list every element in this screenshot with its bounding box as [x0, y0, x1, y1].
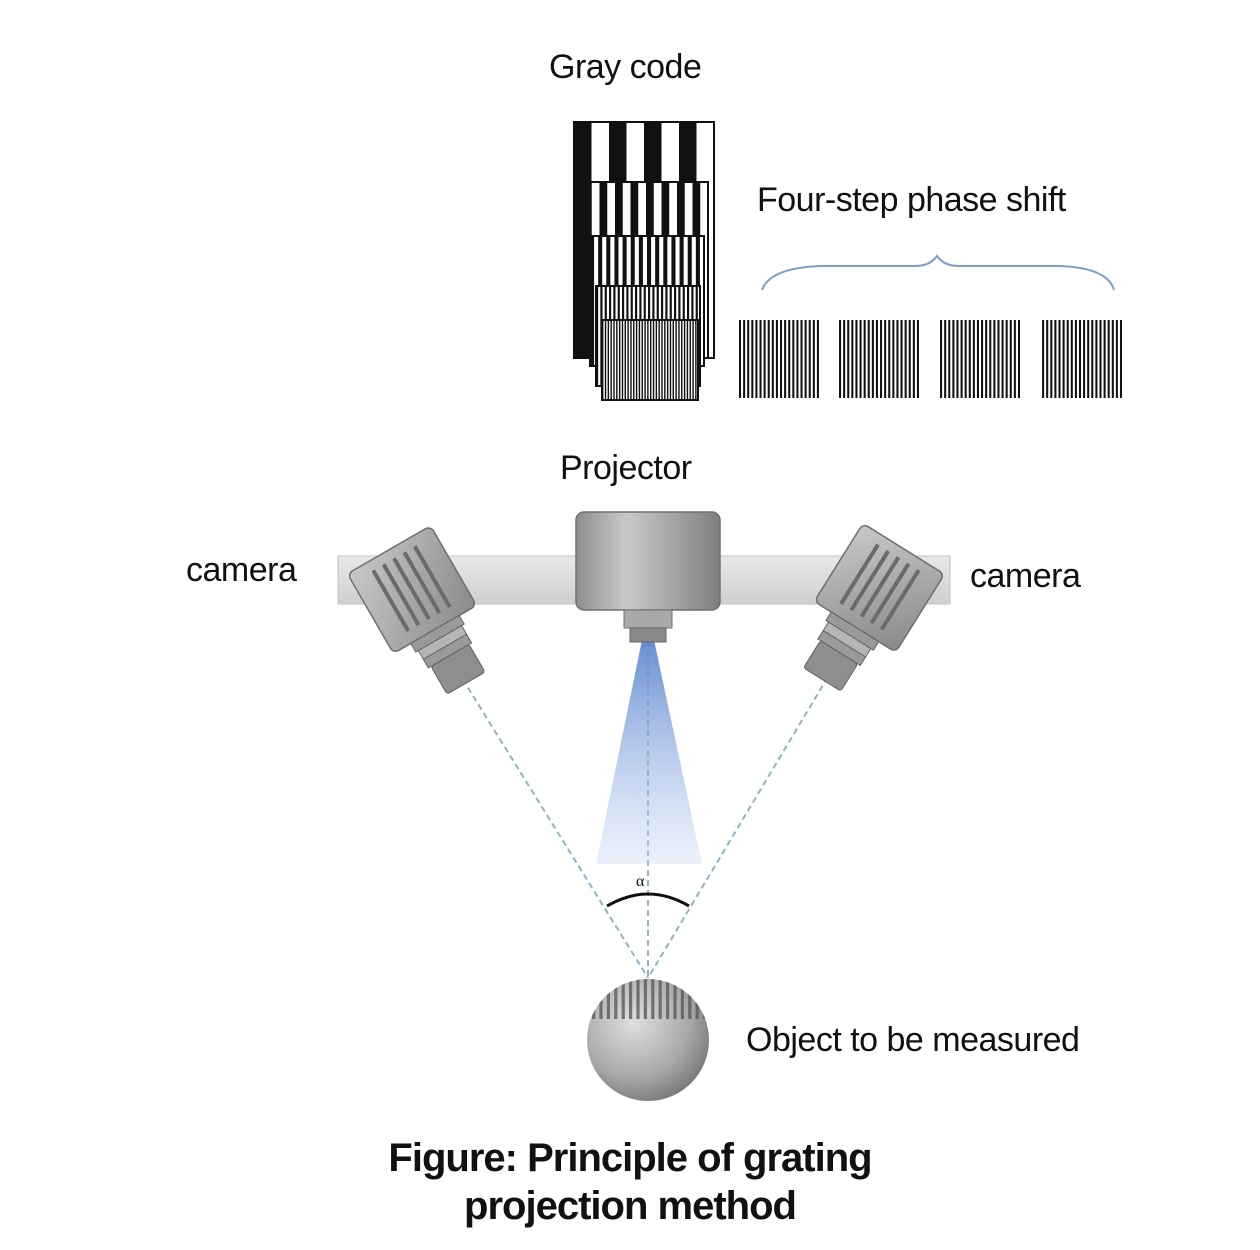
phase-shift-panel-2: [839, 320, 919, 398]
caption-line-2: projection method: [464, 1184, 797, 1228]
object-label: Object to be measured: [746, 1021, 1080, 1059]
projector: [575, 511, 721, 643]
phase-shift-label: Four-step phase shift: [757, 181, 1066, 219]
projector-label: Projector: [560, 449, 692, 487]
phase-shift-brace: [761, 254, 1115, 291]
sight-lines: [451, 640, 839, 979]
phase-shift-panel-1: [739, 320, 819, 398]
gray-code-layer-5: [601, 319, 699, 401]
gray-code-label: Gray code: [549, 48, 702, 86]
phase-shift-panel-4: [1042, 320, 1123, 398]
measured-object-sphere: [587, 979, 709, 1101]
camera-left-device: [348, 527, 485, 694]
caption-line-1: Figure: Principle of grating: [388, 1136, 872, 1180]
phase-shift-panel-3: [940, 320, 1020, 398]
figure-caption: Figure: Principle of grating projection …: [0, 1134, 1260, 1230]
angle-arc: [606, 892, 690, 908]
camera-right-label: camera: [970, 557, 1081, 595]
projection-beam: [596, 640, 702, 864]
gray-code-patterns: [573, 121, 715, 401]
camera-left-label: camera: [186, 551, 297, 589]
camera-right-device: [804, 524, 943, 691]
angle-label: α: [636, 873, 645, 890]
phase-shift-patterns: [739, 320, 1123, 398]
